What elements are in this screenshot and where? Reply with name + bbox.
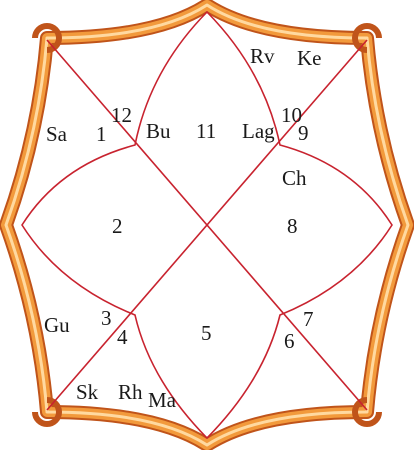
planet-sk: Sk <box>76 382 98 403</box>
house-number-7: 7 <box>303 309 314 330</box>
planet-rv: Rv <box>250 46 275 67</box>
house-number-3: 3 <box>101 308 112 329</box>
planet-rh: Rh <box>118 382 143 403</box>
planet-gu: Gu <box>44 315 70 336</box>
planet-ma: Ma <box>148 390 176 411</box>
house-number-10: 10 <box>281 105 302 126</box>
house-number-12: 12 <box>111 105 132 126</box>
house-number-1: 1 <box>96 124 107 145</box>
planet-ke: Ke <box>297 48 322 69</box>
planet-bu: Bu <box>146 121 171 142</box>
planet-ch: Ch <box>282 168 307 189</box>
house-number-11: 11 <box>196 121 216 142</box>
house-number-4: 4 <box>117 327 128 348</box>
house-number-5: 5 <box>201 323 212 344</box>
house-number-6: 6 <box>284 331 295 352</box>
house-number-2: 2 <box>112 216 123 237</box>
house-number-8: 8 <box>287 216 298 237</box>
planet-lag: Lag <box>242 121 275 142</box>
planet-sa: Sa <box>46 124 67 145</box>
